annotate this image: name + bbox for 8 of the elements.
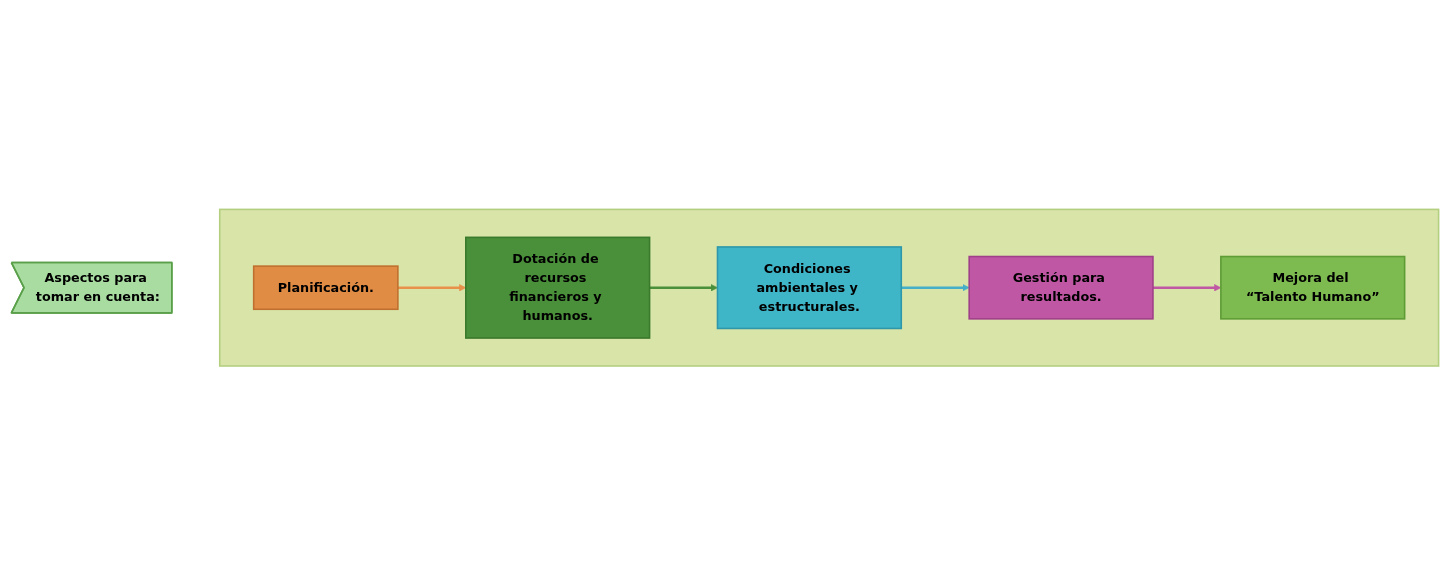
node-box: Planificación. — [252, 265, 399, 311]
node-box: Dotación de recursos financieros y humanos. — [465, 236, 651, 340]
cluster — [218, 208, 1440, 368]
arrow — [649, 284, 718, 292]
arrow — [901, 284, 970, 292]
node-box: Condiciones ambientales y estructurales. — [716, 246, 903, 330]
node-box: Mejora del “Talento Humano” — [1220, 256, 1406, 320]
node-box: Gestión para resultados. — [968, 256, 1154, 320]
